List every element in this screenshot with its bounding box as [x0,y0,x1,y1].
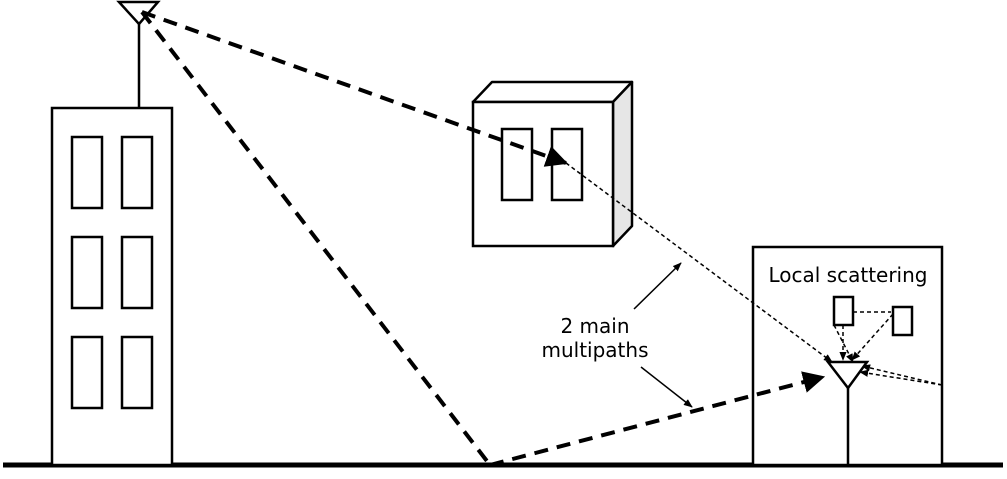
multipaths-annotation: 2 main multipaths [541,262,693,408]
annotation-arrow-lower [640,366,693,408]
path-to-ground [140,10,492,467]
reflected-path [565,162,833,363]
annotation-arrow-upper [633,262,682,310]
reflector-building-3d [471,80,634,248]
local-scatterer [891,305,914,337]
transmitter-antenna-icon [116,0,161,108]
building-window [70,135,104,210]
building-window [70,335,104,410]
building-window [500,127,534,202]
building-window [120,135,154,210]
building-window [120,335,154,410]
local-scattering-label: Local scattering [768,263,927,287]
building-window [120,235,154,310]
local-scattering-paths [833,311,943,386]
ground-reflected-path [489,371,826,467]
multipath-paths [140,10,833,467]
local-scatterer [832,295,855,327]
tall-building-left [50,106,174,467]
receiver-antenna-icon [825,360,870,465]
multipaths-label-line2: multipaths [541,338,648,362]
building-window [70,235,104,310]
path-to-reflector [141,10,569,167]
multipaths-label-line1: 2 main [560,314,629,338]
